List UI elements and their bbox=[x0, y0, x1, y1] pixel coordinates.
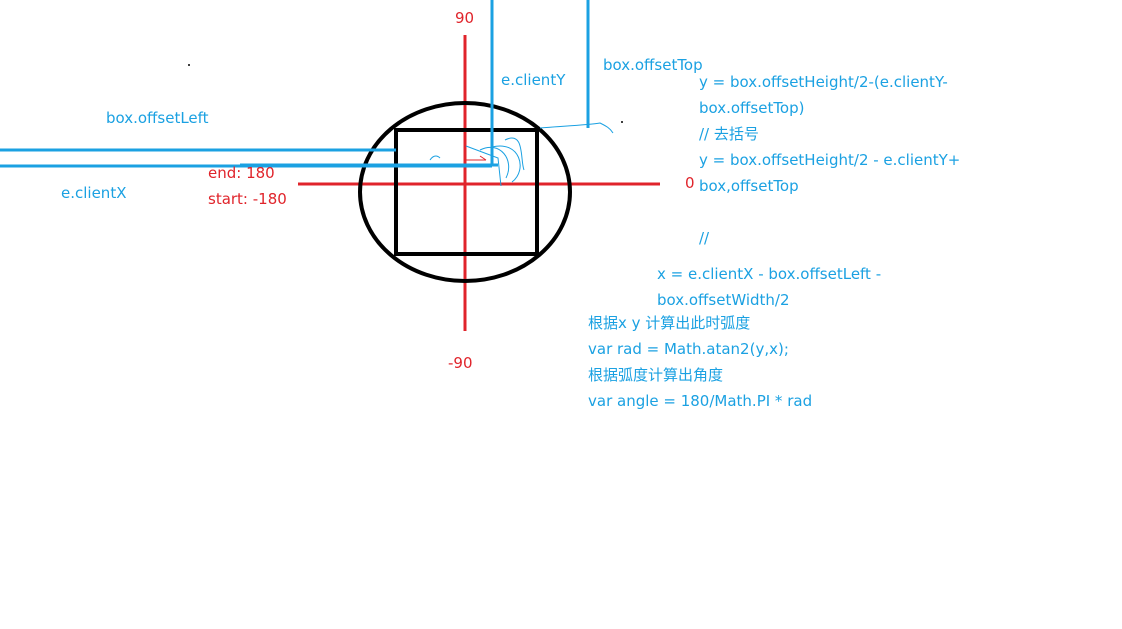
offset-left-label: box.offsetLeft bbox=[106, 109, 209, 127]
inner-square bbox=[394, 128, 539, 256]
corner-mark bbox=[466, 155, 487, 161]
x-formula-line2: box.offsetWidth/2 bbox=[657, 291, 790, 309]
axis-label-0: 0 bbox=[685, 174, 695, 192]
rad-code: var rad = Math.atan2(y,x); bbox=[588, 340, 789, 358]
rad-caption: 根据x y 计算出此时弧度 bbox=[588, 314, 751, 332]
slash-comment: // bbox=[699, 229, 710, 247]
outer-circle bbox=[358, 101, 572, 283]
y-formula-line2: box.offsetTop) bbox=[699, 99, 805, 117]
client-x-label: e.clientX bbox=[61, 184, 127, 202]
y-formula2-line1: y = box.offsetHeight/2 - e.clientY+ bbox=[699, 151, 961, 169]
client-y-label: e.clientY bbox=[501, 71, 566, 89]
angle-code: var angle = 180/Math.PI * rad bbox=[588, 392, 813, 410]
axis-label-end: end: 180 bbox=[208, 164, 275, 182]
axis-label-start: start: -180 bbox=[208, 190, 287, 208]
offset-top-label: box.offsetTop bbox=[603, 56, 703, 74]
dot-mark bbox=[621, 121, 623, 123]
angle-scribble bbox=[465, 137, 525, 187]
y-formula-line1: y = box.offsetHeight/2-(e.clientY- bbox=[699, 73, 948, 91]
dot-mark bbox=[188, 64, 190, 66]
axis-label-minus-90: -90 bbox=[448, 354, 473, 372]
small-scribble bbox=[429, 155, 441, 161]
offset-top-scribble bbox=[539, 122, 614, 134]
axis-label-90: 90 bbox=[455, 9, 475, 27]
angle-caption: 根据弧度计算出角度 bbox=[588, 366, 724, 384]
y-formula2-line2: box,offsetTop bbox=[699, 177, 799, 195]
x-formula-line1: x = e.clientX - box.offsetLeft - bbox=[657, 265, 882, 283]
remove-brackets-comment: // 去括号 bbox=[699, 125, 759, 143]
